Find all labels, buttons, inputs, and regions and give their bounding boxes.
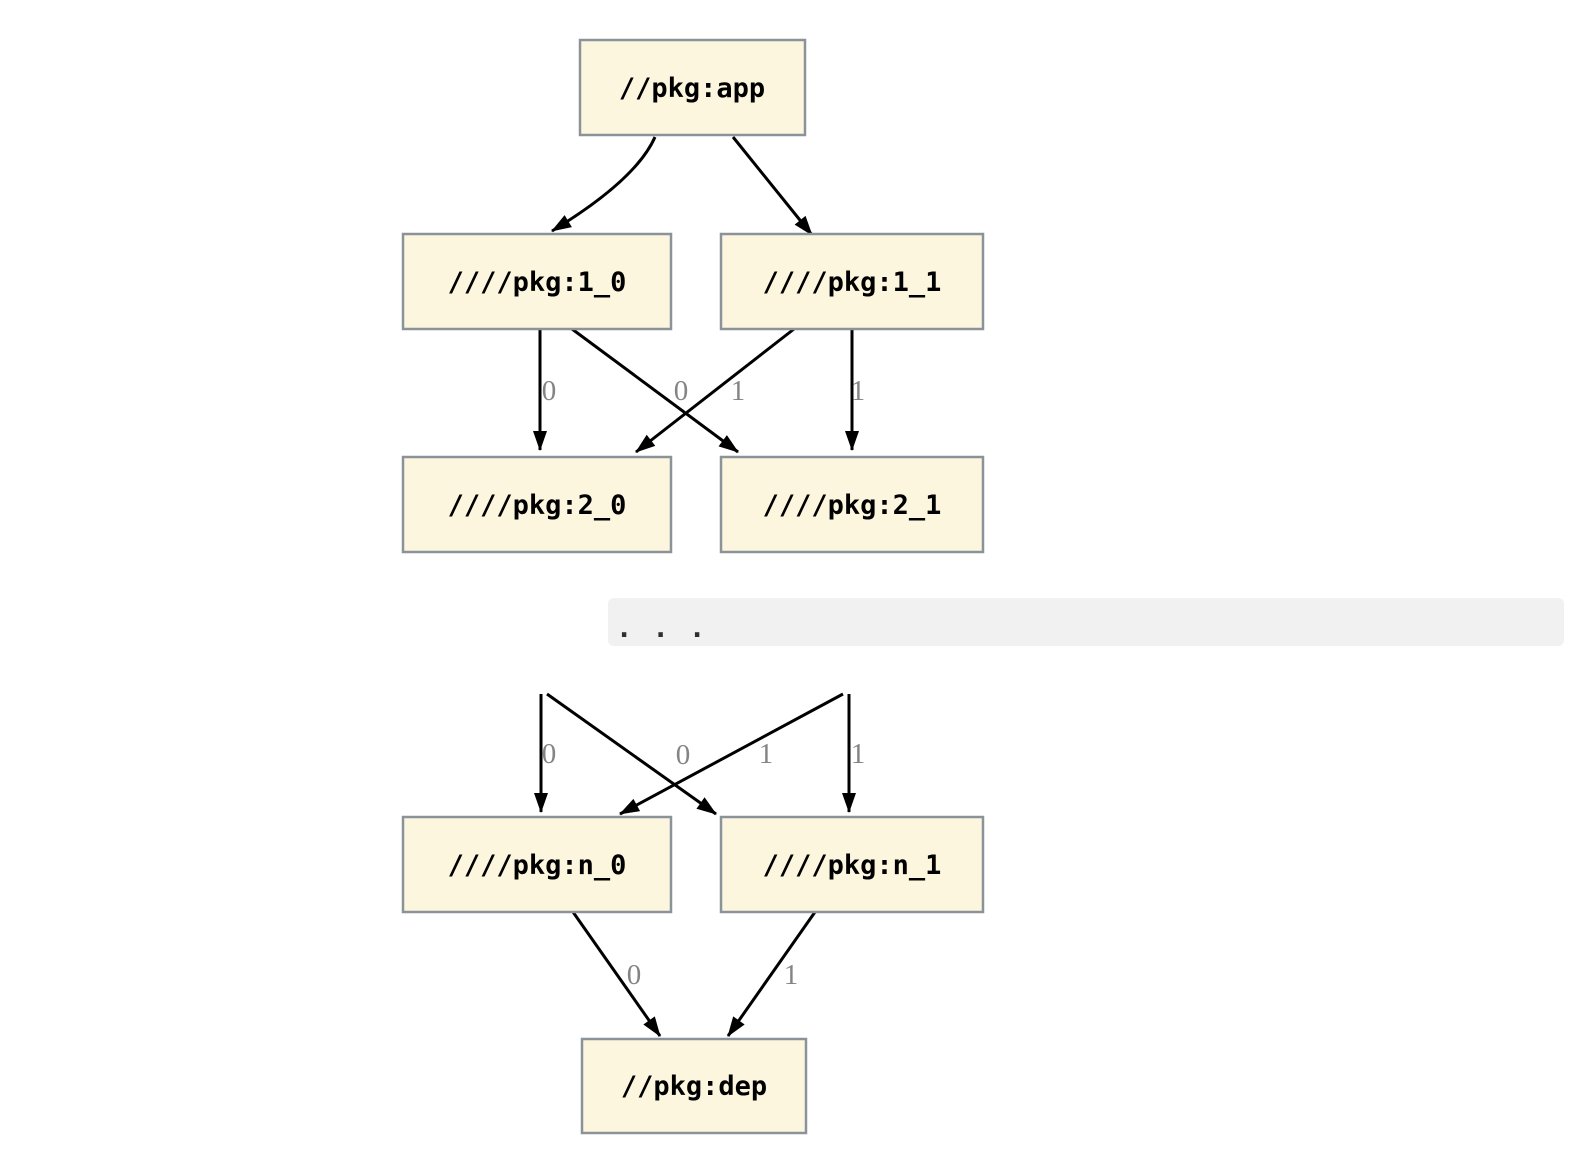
edge-app-to-1_0 [551, 136, 657, 233]
node-2_1: ////pkg:2_1 [719, 455, 985, 554]
edge-n_1-to-dep [726, 911, 817, 1037]
edge-label-1_0-2_1: 1 [731, 375, 746, 407]
node-dep-label: //pkg:dep [621, 1071, 767, 1102]
edge-1_1-to-2_0 [635, 327, 795, 454]
edge-labels: 0 1 0 1 0 1 0 1 0 1 [542, 375, 866, 991]
edge-app-to-1_1 [731, 136, 814, 236]
node-2_0-box [401, 455, 673, 554]
node-1_0-label: ////pkg:1_0 [448, 267, 627, 298]
node-app-label: //pkg:app [619, 73, 765, 104]
node-1_1-label: ////pkg:1_1 [763, 267, 942, 298]
edge-label-1_1-2_1: 1 [851, 375, 866, 407]
edge-1_0-to-2_1 [571, 327, 739, 454]
edge-label-n_0-dep: 0 [627, 959, 642, 991]
edge-label-n_1-dep: 1 [784, 959, 799, 991]
node-n_1: ////pkg:n_1 [719, 815, 985, 914]
node-n_1-box [719, 815, 985, 914]
edges [533, 136, 859, 1037]
edge-label-n_0-straight: 0 [542, 738, 557, 770]
node-app-box [578, 38, 807, 137]
ellipsis-dots: . . . [616, 613, 707, 644]
node-app: //pkg:app [578, 38, 807, 137]
node-2_1-box [719, 455, 985, 554]
nodes: //pkg:app ////pkg:1_0 ////pkg:1_1 ////pk… [401, 38, 985, 1135]
node-dep: //pkg:dep [580, 1037, 808, 1135]
edge-label-1_0-2_0: 0 [542, 375, 557, 407]
node-1_1-box [719, 232, 985, 331]
ellipsis-band: . . . [608, 598, 1564, 646]
node-2_1-label: ////pkg:2_1 [763, 490, 942, 521]
edge-ellipsis-to-n_1-cross [546, 692, 717, 816]
edge-n_0-to-dep [571, 911, 662, 1037]
node-1_0-box [401, 232, 673, 331]
node-dep-box [580, 1037, 808, 1135]
node-n_0: ////pkg:n_0 [401, 815, 673, 914]
ellipsis-background [608, 598, 1564, 646]
node-n_0-box [401, 815, 673, 914]
edge-label-n_1-cross: 1 [759, 738, 774, 770]
edge-label-1_1-2_0: 0 [674, 375, 689, 407]
node-2_0: ////pkg:2_0 [401, 455, 673, 554]
node-1_0: ////pkg:1_0 [401, 232, 673, 331]
node-1_1: ////pkg:1_1 [719, 232, 985, 331]
node-2_0-label: ////pkg:2_0 [448, 490, 627, 521]
edge-label-n_0-cross: 0 [676, 739, 691, 771]
edge-ellipsis-to-n_0-cross [619, 692, 844, 816]
node-n_0-label: ////pkg:n_0 [448, 850, 627, 881]
node-n_1-label: ////pkg:n_1 [763, 850, 942, 881]
edge-label-n_1-straight: 1 [851, 738, 866, 770]
